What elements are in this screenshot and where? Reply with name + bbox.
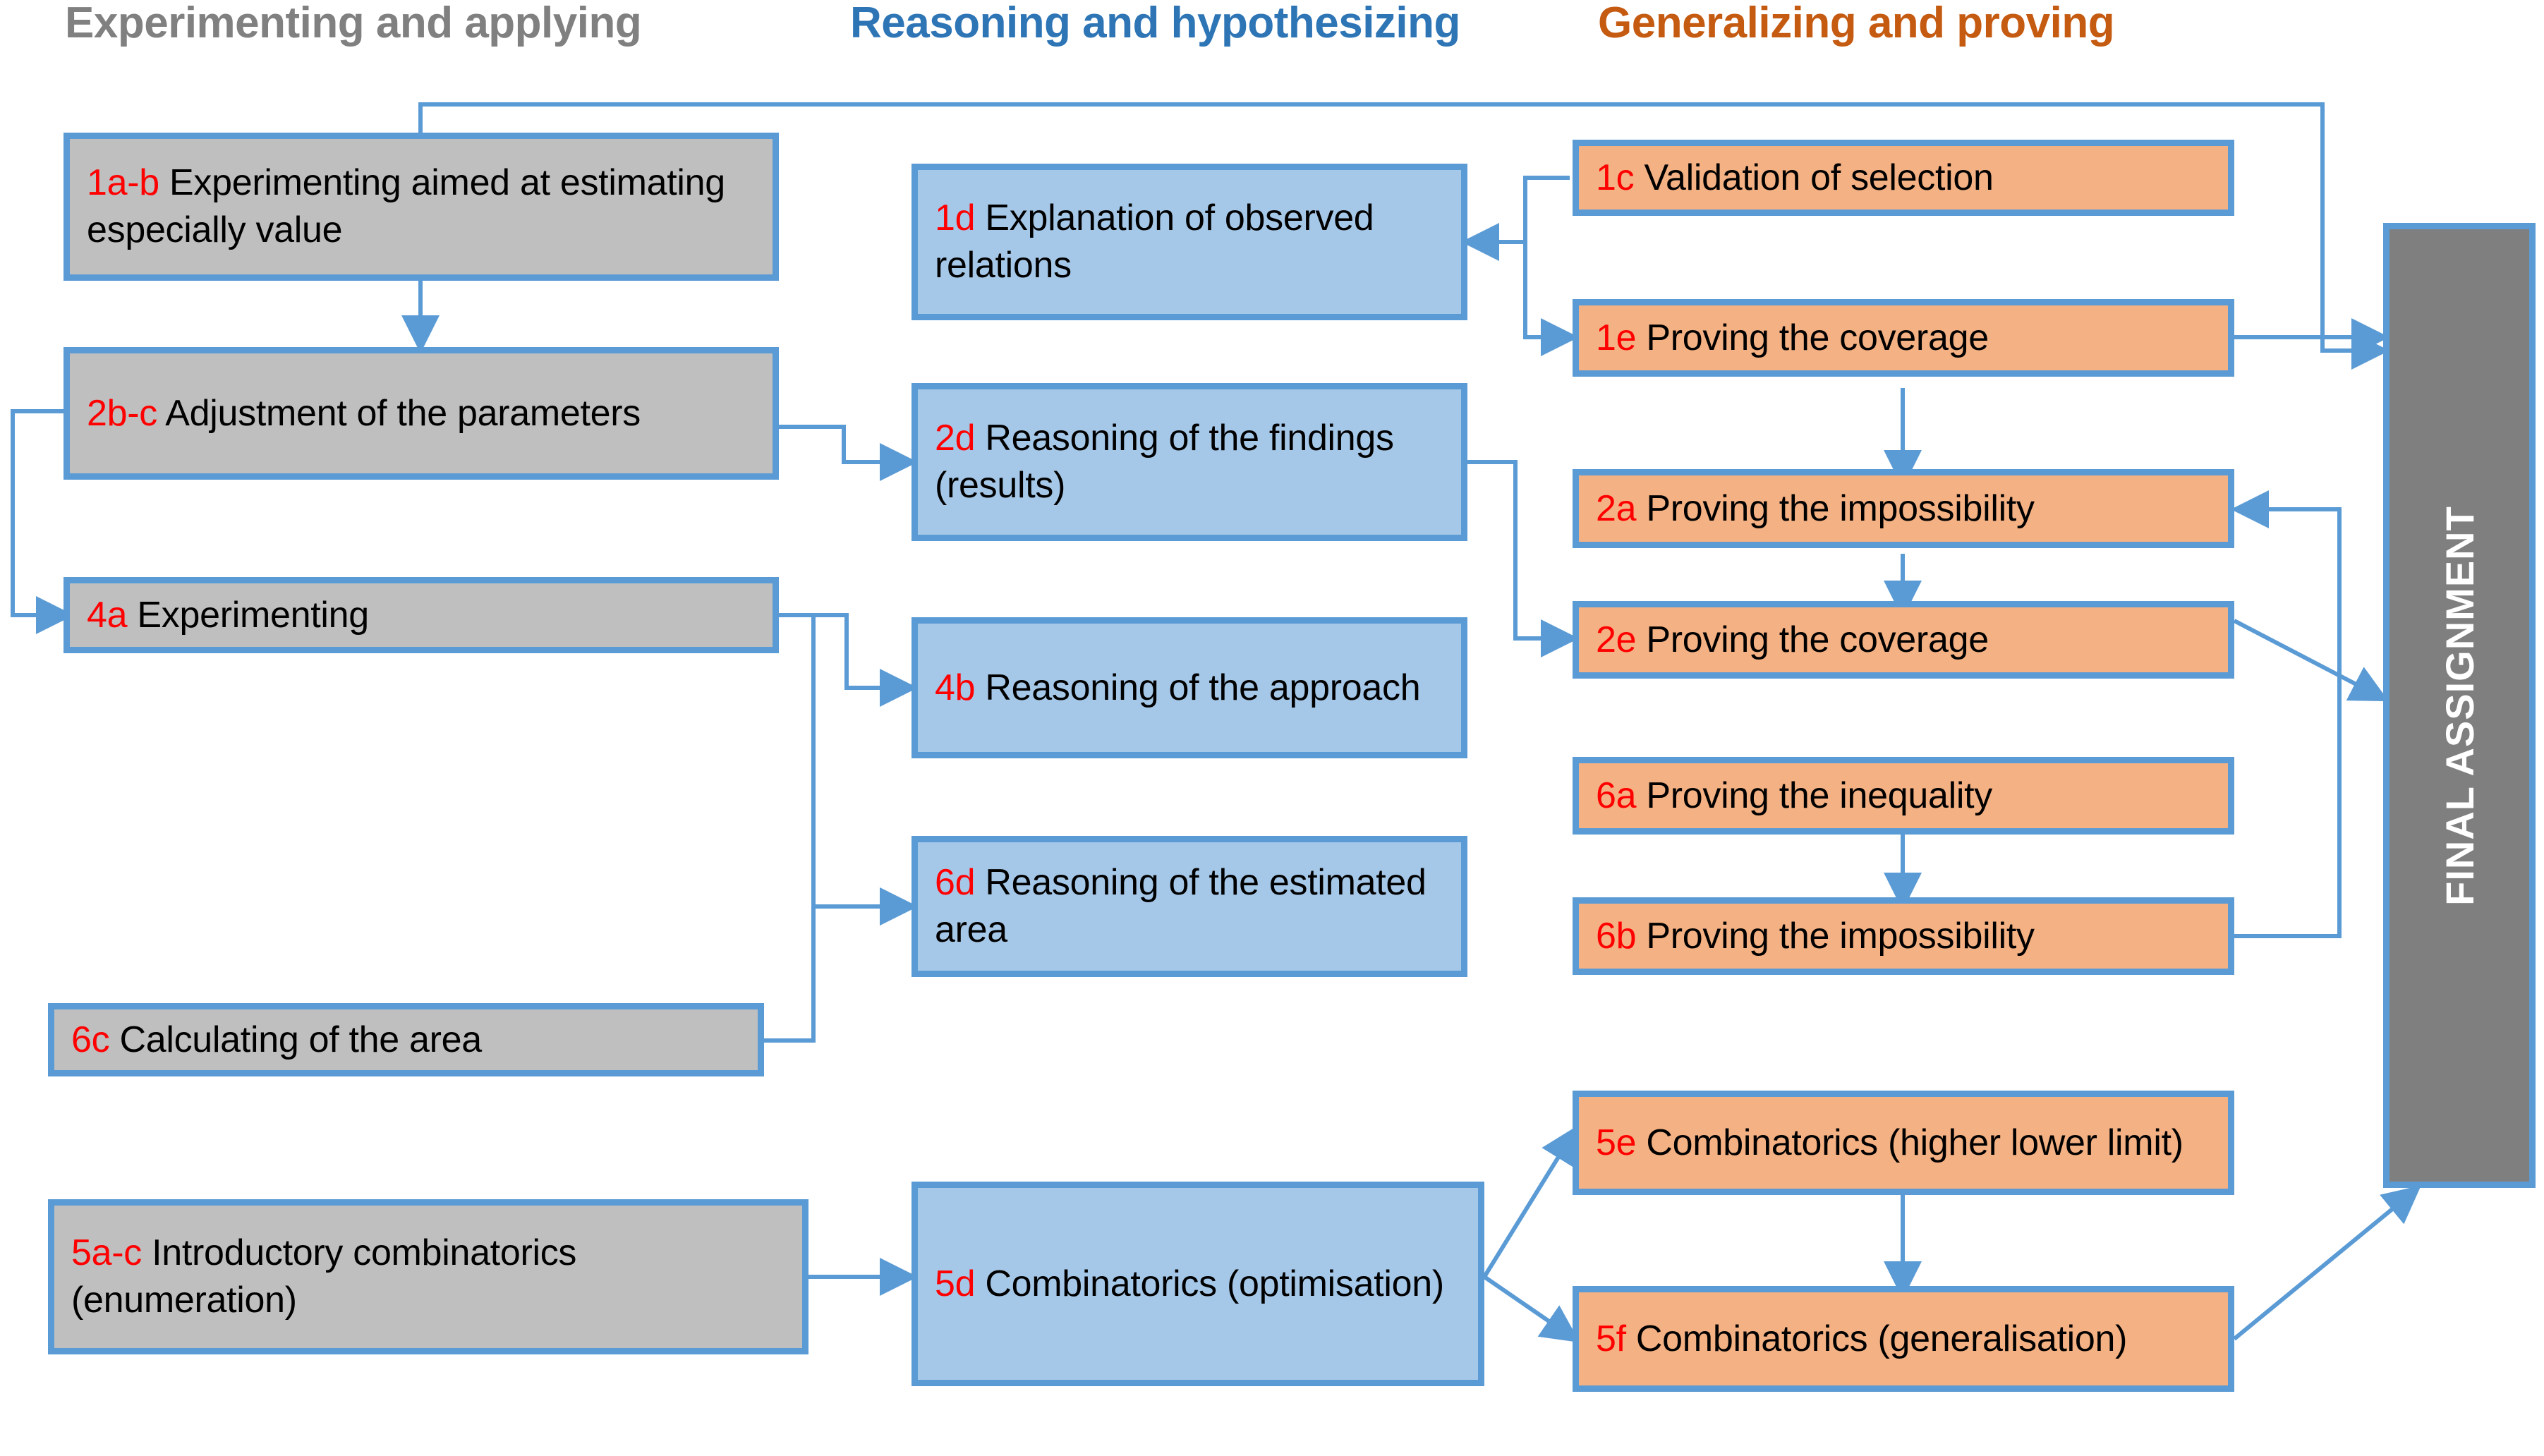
node-4a[interactable]: 4a Experimenting (63, 577, 779, 653)
column-heading-generalizing-label: Generalizing and proving (1598, 0, 2115, 47)
node-1c[interactable]: 1c Validation of selection (1573, 140, 2234, 216)
node-2b-c-label: Adjustment of the parameters (157, 392, 641, 434)
node-2e-code: 2e (1596, 619, 1637, 660)
node-6a-code: 6a (1596, 775, 1637, 816)
node-2d-code: 2d (935, 418, 976, 459)
node-1a-b-label: Experimenting aimed at estimating especi… (87, 162, 725, 250)
node-5f[interactable]: 5f Combinatorics (generalisation) (1573, 1286, 2234, 1392)
node-5d-label: Combinatorics (optimisation) (975, 1263, 1444, 1304)
node-2b-c-code: 2b-c (87, 392, 157, 434)
node-2b-c-text: 2b-c Adjustment of the parameters (87, 390, 641, 437)
node-4b-code: 4b (935, 667, 976, 708)
node-1c-text: 1c Validation of selection (1596, 154, 1994, 202)
node-5a-c[interactable]: 5a-c Introductory combinatorics (enumera… (48, 1199, 808, 1354)
node-6b-code: 6b (1596, 915, 1637, 957)
node-2e-text: 2e Proving the coverage (1596, 617, 1989, 664)
node-1a-b[interactable]: 1a-b Experimenting aimed at estimating e… (63, 133, 779, 281)
node-4b-label: Reasoning of the approach (975, 667, 1421, 708)
node-5a-c-code: 5a-c (71, 1232, 142, 1274)
node-5f-text: 5f Combinatorics (generalisation) (1596, 1316, 2127, 1363)
node-6d-code: 6d (935, 862, 976, 904)
node-1a-b-text: 1a-b Experimenting aimed at estimating e… (87, 159, 758, 253)
node-6d-text: 6d Reasoning of the estimated area (935, 859, 1447, 953)
node-2b-c[interactable]: 2b-c Adjustment of the parameters (63, 347, 779, 480)
node-2a-label: Proving the impossibility (1636, 487, 2035, 529)
node-4b-text: 4b Reasoning of the approach (935, 665, 1421, 712)
node-6a-text: 6a Proving the inequality (1596, 772, 1992, 820)
node-5d[interactable]: 5d Combinatorics (optimisation) (911, 1182, 1484, 1386)
node-5a-c-label: Introductory combinatorics (enumeration) (71, 1232, 577, 1321)
node-1e[interactable]: 1e Proving the coverage (1573, 299, 2234, 377)
node-6c-text: 6c Calculating of the area (71, 1017, 482, 1064)
node-1a-b-code: 1a-b (87, 162, 159, 204)
node-2a-text: 2a Proving the impossibility (1596, 485, 2035, 533)
node-2e[interactable]: 2e Proving the coverage (1573, 601, 2234, 679)
node-4b[interactable]: 4b Reasoning of the approach (911, 617, 1467, 758)
node-6b[interactable]: 6b Proving the impossibility (1573, 897, 2234, 975)
node-6c-label: Calculating of the area (109, 1019, 482, 1060)
node-6a-label: Proving the inequality (1636, 775, 1992, 816)
node-5d-code: 5d (935, 1263, 976, 1304)
node-5d-text: 5d Combinatorics (optimisation) (935, 1261, 1444, 1308)
column-heading-experimenting-label: Experimenting and applying (65, 0, 642, 47)
node-5e-label: Combinatorics (higher lower limit) (1636, 1122, 2183, 1163)
column-heading-experimenting: Experimenting and applying (65, 0, 642, 47)
node-1d[interactable]: 1d Explanation of observed relations (911, 164, 1467, 320)
column-heading-reasoning: Reasoning and hypothesizing (850, 1, 1460, 45)
node-1c-code: 1c (1596, 157, 1635, 198)
node-4a-text: 4a Experimenting (87, 592, 369, 639)
node-6b-label: Proving the impossibility (1636, 915, 2035, 957)
node-4a-label: Experimenting (127, 594, 369, 636)
node-5e-code: 5e (1596, 1122, 1637, 1163)
node-6d-label: Reasoning of the estimated area (935, 862, 1427, 950)
node-1e-code: 1e (1596, 317, 1637, 358)
node-2a-code: 2a (1596, 487, 1637, 529)
node-1d-text: 1d Explanation of observed relations (935, 195, 1447, 289)
node-2d-label: Reasoning of the findings (results) (935, 418, 1394, 506)
node-5a-c-text: 5a-c Introductory combinatorics (enumera… (71, 1230, 788, 1323)
node-6c-code: 6c (71, 1019, 110, 1060)
node-2a[interactable]: 2a Proving the impossibility (1573, 469, 2234, 548)
column-heading-reasoning-label: Reasoning and hypothesizing (850, 0, 1460, 47)
node-2d-text: 2d Reasoning of the findings (results) (935, 415, 1447, 509)
node-1e-label: Proving the coverage (1636, 317, 1989, 358)
node-2e-label: Proving the coverage (1636, 619, 1989, 660)
node-5f-code: 5f (1596, 1318, 1626, 1359)
node-6a[interactable]: 6a Proving the inequality (1573, 757, 2234, 835)
node-6b-text: 6b Proving the impossibility (1596, 913, 2035, 960)
node-5e[interactable]: 5e Combinatorics (higher lower limit) (1573, 1091, 2234, 1195)
column-heading-generalizing: Generalizing and proving (1598, 0, 2115, 47)
node-1e-text: 1e Proving the coverage (1596, 315, 1989, 362)
node-1c-label: Validation of selection (1634, 157, 1994, 198)
node-final-assignment[interactable]: FINAL ASSIGNMENT (2383, 223, 2536, 1188)
node-6d[interactable]: 6d Reasoning of the estimated area (911, 836, 1467, 977)
node-5f-label: Combinatorics (generalisation) (1625, 1318, 2128, 1359)
node-1d-label: Explanation of observed relations (935, 198, 1374, 286)
node-6c[interactable]: 6c Calculating of the area (48, 1003, 764, 1076)
node-final-assignment-label: FINAL ASSIGNMENT (2437, 505, 2482, 906)
node-5e-text: 5e Combinatorics (higher lower limit) (1596, 1120, 2183, 1167)
node-1d-code: 1d (935, 198, 976, 239)
node-4a-code: 4a (87, 594, 128, 636)
node-2d[interactable]: 2d Reasoning of the findings (results) (911, 383, 1467, 541)
